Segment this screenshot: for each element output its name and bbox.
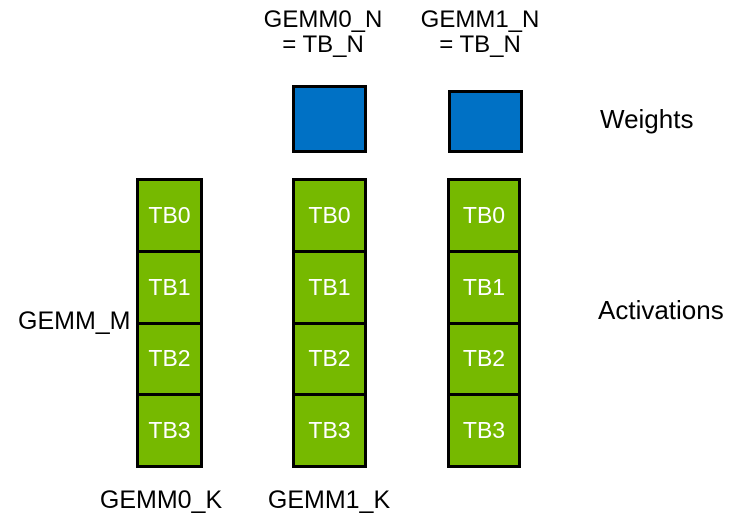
tb-cell: TB2	[450, 321, 518, 394]
weight-block-gemm1	[448, 90, 523, 153]
activations-label: Activations	[598, 295, 724, 325]
gemm1-k-label: GEMM1_K	[267, 486, 391, 514]
tb-cell: TB1	[295, 249, 364, 322]
weights-label: Weights	[600, 104, 694, 134]
tb-cell: TB0	[450, 181, 518, 250]
tb-cell: TB1	[139, 249, 200, 322]
gemm1-n-label: GEMM1_N = TB_N	[421, 7, 540, 57]
tb-cell: TB2	[295, 321, 364, 394]
tb-cell: TB3	[295, 393, 364, 465]
weight-block-gemm0	[292, 85, 367, 153]
gemm0-k-label: GEMM0_K	[99, 486, 223, 514]
gemm-m-label: GEMM_M	[18, 307, 131, 335]
gemm0-n-label-line1: GEMM0_N	[263, 6, 383, 33]
tb-cell: TB0	[139, 181, 200, 250]
activation-column-0: TB0 TB1 TB2 TB3	[136, 178, 203, 468]
tb-cell: TB0	[295, 181, 364, 250]
gemm0-n-label-line2: = TB_N	[282, 31, 364, 58]
tb-cell: TB1	[450, 249, 518, 322]
gemm1-n-label-line1: GEMM1_N	[420, 6, 540, 33]
tb-cell: TB3	[450, 393, 518, 465]
gemm1-n-label-line2: = TB_N	[439, 31, 521, 58]
tb-cell: TB3	[139, 393, 200, 465]
activation-column-2: TB0 TB1 TB2 TB3	[447, 178, 521, 468]
activation-column-1: TB0 TB1 TB2 TB3	[292, 178, 367, 468]
tb-cell: TB2	[139, 321, 200, 394]
gemm0-n-label: GEMM0_N = TB_N	[264, 7, 383, 57]
